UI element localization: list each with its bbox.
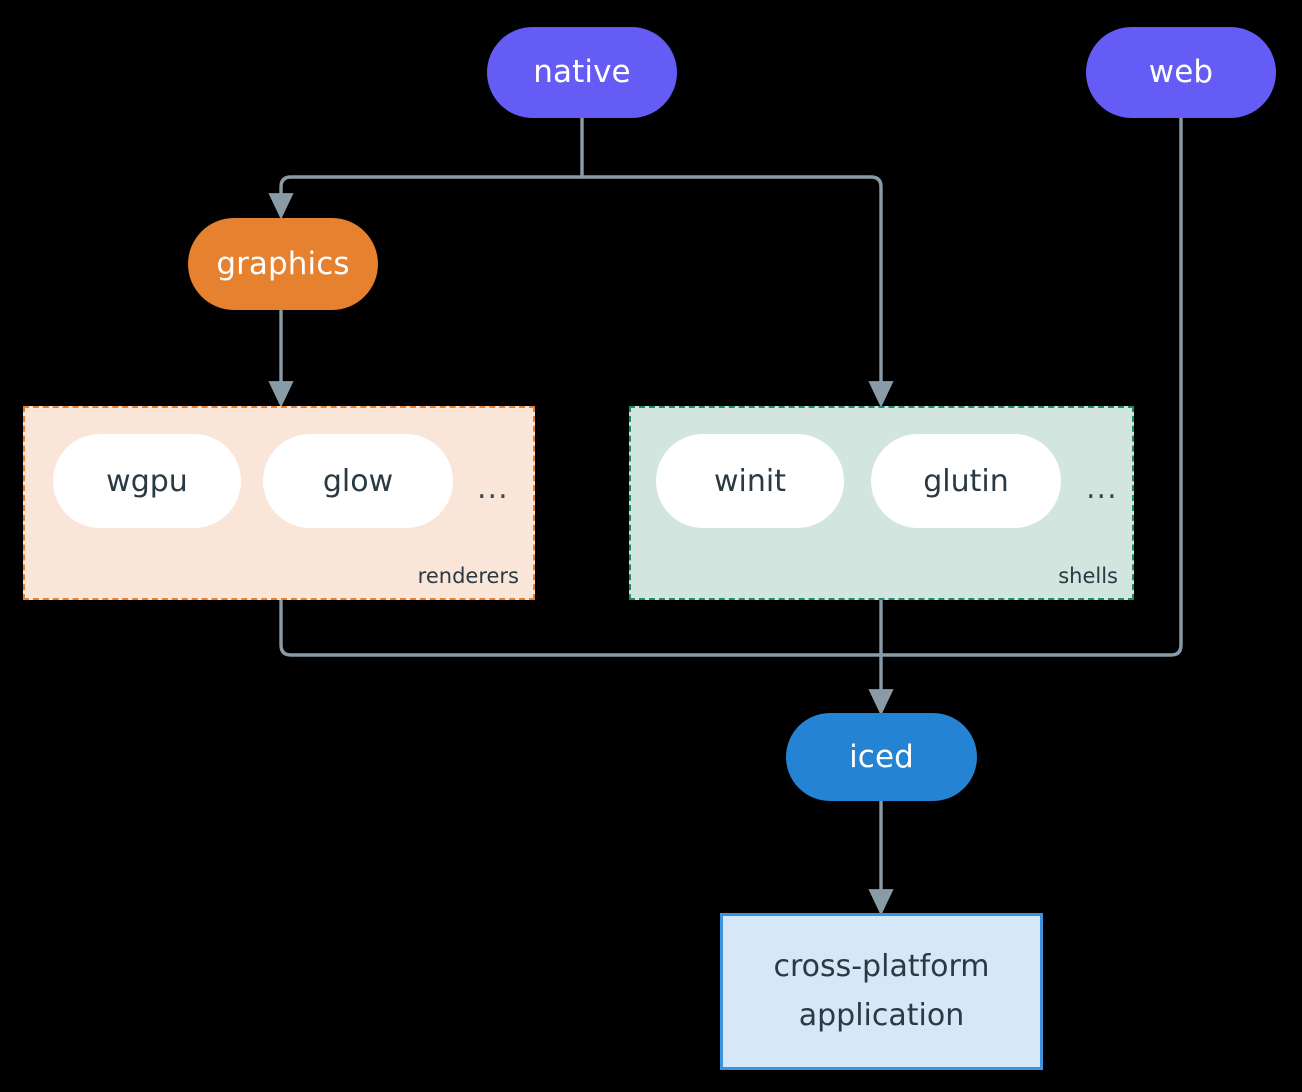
group-shells: winit glutin ... shells (629, 406, 1134, 600)
shells-overflow-ellipsis: ... (1086, 471, 1118, 506)
renderers-overflow-ellipsis: ... (477, 471, 509, 506)
renderer-item-wgpu[interactable]: wgpu (53, 434, 241, 528)
group-renderers: wgpu glow ... renderers (23, 406, 535, 600)
application-label-line2: application (798, 997, 965, 1033)
application-label-line1: cross-platform (773, 948, 990, 984)
renderer-item-glow[interactable]: glow (263, 434, 453, 528)
node-graphics[interactable]: graphics (188, 218, 378, 310)
group-label-renderers: renderers (417, 564, 519, 588)
node-web[interactable]: web (1086, 27, 1276, 118)
edge-native-to-shells (580, 175, 894, 408)
node-application[interactable]: cross-platform application (720, 913, 1043, 1070)
group-label-shells: shells (1058, 564, 1118, 588)
edge-renderers-to-iced (279, 599, 883, 657)
shell-item-glutin[interactable]: glutin (871, 434, 1061, 528)
edge-native-to-graphics (268, 175, 584, 220)
shell-item-winit[interactable]: winit (656, 434, 844, 528)
node-native[interactable]: native (487, 27, 677, 118)
node-iced[interactable]: iced (786, 713, 977, 801)
